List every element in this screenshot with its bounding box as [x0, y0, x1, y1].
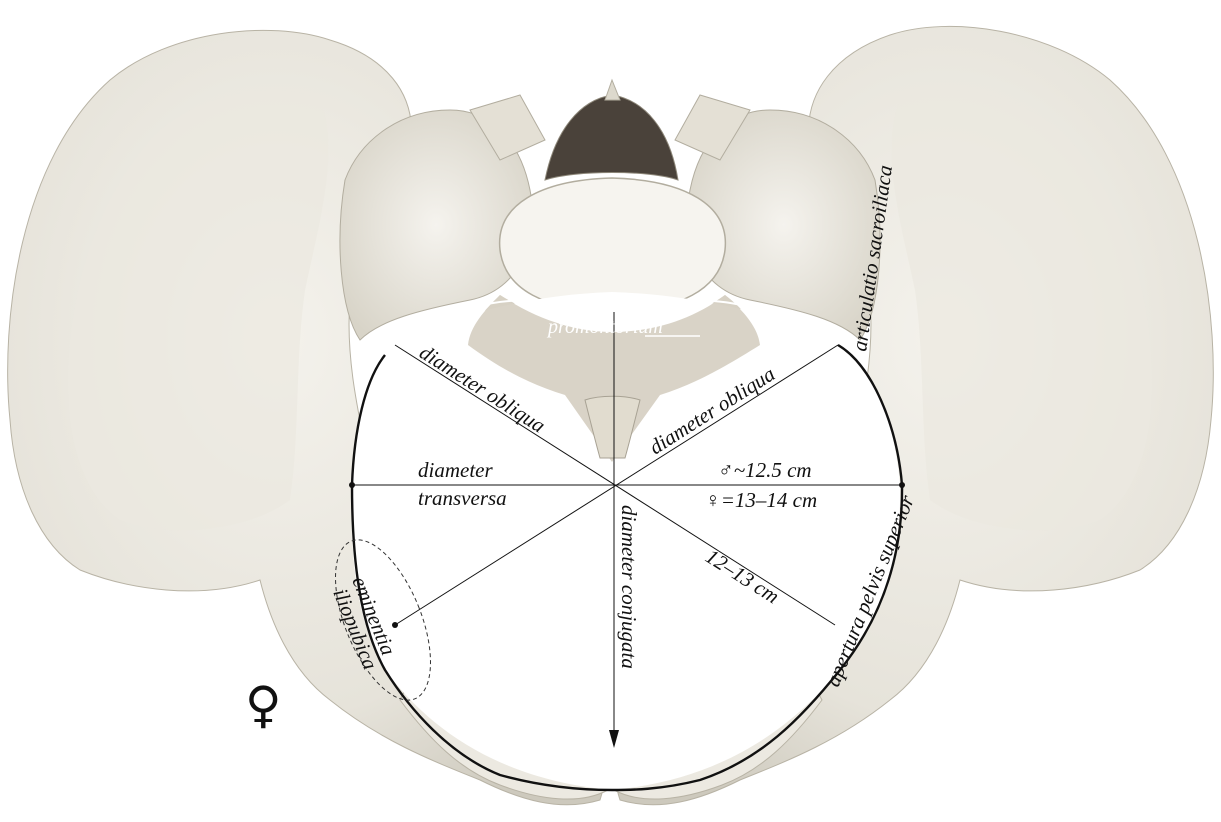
- label-diameter-conjugata: diameter conjugata: [617, 505, 641, 669]
- label-male-measure: ♂~12.5 cm: [718, 458, 812, 482]
- label-transversa-line1: diameter: [418, 458, 493, 482]
- obliqua-left-end-dot: [392, 622, 398, 628]
- female-symbol: ♀: [245, 676, 282, 734]
- label-transversa-line2: transversa: [418, 486, 507, 510]
- label-promontorium: promontorium: [546, 316, 663, 338]
- sacral-vertebral-body: [500, 178, 726, 312]
- transversa-left-dot: [349, 482, 355, 488]
- label-female-measure: ♀=13–14 cm: [705, 488, 817, 512]
- spinous-process: [605, 80, 620, 100]
- transversa-right-dot: [899, 482, 905, 488]
- vertebral-canal: [545, 95, 678, 180]
